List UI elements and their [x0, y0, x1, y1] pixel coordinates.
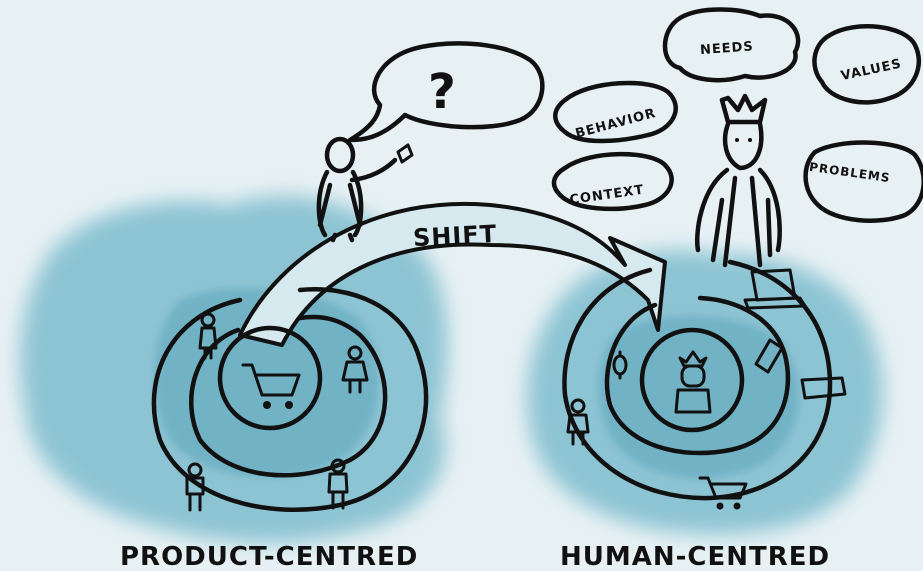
cloud-behavior: [553, 80, 678, 144]
person-icon-left-3: [185, 462, 205, 512]
person-with-microphone-icon: [316, 136, 414, 243]
cloud-context: [551, 151, 674, 212]
laptop-icon: [743, 268, 807, 310]
cloud-problems: [803, 140, 923, 223]
watch-icon: [612, 350, 628, 380]
person-icon-right: [566, 398, 590, 446]
left-caption: PRODUCT-CENTRED: [120, 542, 418, 571]
question-mark: ?: [428, 64, 457, 120]
right-caption: HUMAN-CENTRED: [560, 542, 830, 571]
cloud-label-problems: PROBLEMS: [808, 160, 891, 185]
cloud-label-needs: NEEDS: [700, 39, 755, 58]
cloud-label-values: VALUES: [840, 56, 904, 84]
shopping-cart-icon: [241, 363, 301, 409]
card-icon: [800, 376, 847, 400]
cloud-values: [812, 24, 922, 105]
person-icon-left-1: [198, 312, 218, 360]
speech-bubble: [347, 41, 545, 143]
cart-icon-right: [698, 476, 748, 510]
cloud-needs: [662, 7, 801, 83]
person-icon-left-2: [341, 345, 369, 394]
crowned-person-icon: [695, 93, 782, 268]
shift-arrow: [238, 201, 667, 347]
right-human-circles: [562, 259, 833, 501]
cloud-label-context: CONTEXT: [569, 183, 645, 208]
shift-label: SHIFT: [412, 220, 497, 252]
left-watercolor-wash-dark: [153, 288, 379, 478]
person-icon-left-4: [327, 458, 349, 510]
phone-icon: [754, 338, 784, 374]
center-person-icon: [674, 350, 712, 414]
